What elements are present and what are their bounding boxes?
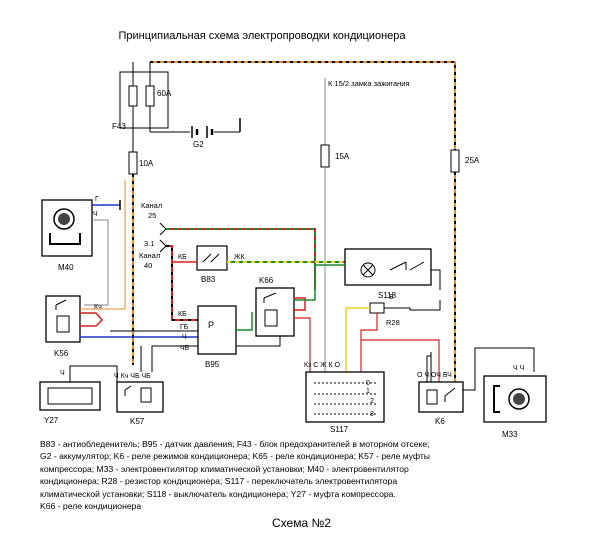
channel-40-connector	[159, 239, 167, 253]
m40-to-k56-wire	[84, 219, 109, 306]
channel-25-label: Канал	[141, 201, 162, 210]
k56-label: K56	[54, 349, 69, 358]
k57-relay	[116, 381, 164, 413]
legend-line: кондиционера; R28 - резистор кондиционер…	[40, 476, 398, 487]
s117-pos-3: 3	[370, 411, 374, 418]
y27-label: Y27	[44, 416, 59, 425]
b83-antifreeze-sensor	[196, 245, 228, 271]
g2-battery	[149, 118, 241, 138]
k6-relay	[418, 381, 464, 413]
channel-25-connector	[159, 222, 167, 236]
legend-line: компрессора; M33 - электровентилятор кли…	[40, 463, 409, 474]
m40-label: M40	[58, 263, 74, 272]
diagram-title: Принципиальная схема электропроводки кон…	[118, 30, 406, 42]
m40-wire-ch: Ч	[93, 211, 98, 218]
m40-fan	[41, 199, 93, 257]
g2-label: G2	[193, 140, 204, 149]
y27-compressor-clutch	[39, 381, 101, 411]
legend-line: G2 - аккумулятор; K6 - реле режимов конд…	[40, 451, 430, 462]
legend-line: B83 - антиобледенитель; B95 - датчик дав…	[40, 439, 430, 449]
legend: B83 - антиобледенитель; B95 - датчик дав…	[40, 438, 580, 512]
b83-wire-kb: КБ	[178, 254, 187, 261]
fuse-25a	[450, 149, 460, 173]
s117-to-k6-wire	[361, 339, 440, 382]
b95-wire-ch: Ч	[182, 334, 187, 341]
k56-feed-wire	[80, 180, 126, 310]
k66-output-wire	[294, 317, 311, 372]
k56-red-loop	[80, 312, 104, 327]
b95-wire-chb: ЧБ	[180, 345, 190, 352]
m33-label: M33	[502, 430, 518, 439]
fuse-25a-label: 25А	[465, 156, 480, 165]
k56-wire-kch: Кч	[94, 304, 102, 311]
legend-line: климатической установки; S118 - выключат…	[40, 488, 396, 499]
s118-green-harness	[294, 264, 345, 301]
r28-yellow-wire	[345, 307, 370, 372]
b95-label: B95	[205, 360, 220, 369]
r28-resistor	[369, 302, 385, 314]
channel-40-number: 40	[144, 261, 152, 270]
s117-pos-2: 2	[370, 398, 374, 405]
b83-wire-zhk: ЖК	[234, 254, 245, 261]
s117-pos-0: 0	[366, 380, 370, 387]
channel-40-code: 3.1	[144, 239, 154, 248]
m33-fan	[483, 375, 547, 423]
channel-25-number: 25	[148, 211, 156, 220]
s117-label: S117	[330, 425, 349, 434]
r28-pin-b: Б	[389, 294, 394, 301]
harness-top	[150, 61, 456, 150]
m33-pins: Ч Ч	[513, 365, 525, 372]
legend-line: K66 - реле кондиционера	[40, 501, 142, 512]
s118-ac-switch	[344, 248, 432, 286]
b95-wire-kb: КБ	[178, 311, 187, 318]
b95-to-k57-wire	[151, 345, 198, 372]
fuse-60a-label: 60А	[157, 89, 172, 98]
channel-40-label: Канал	[139, 251, 160, 260]
b83-label: B83	[201, 275, 216, 284]
scheme-label: Схема №2	[271, 516, 331, 530]
k57-label: K57	[130, 417, 145, 426]
k6-pins: О Ч ОЧ БЧ	[417, 372, 452, 379]
fuse-10a-label: 10А	[139, 159, 154, 168]
fuse-15a-label: 15А	[335, 152, 350, 161]
fuse-10a	[128, 138, 138, 175]
y27-wire-ch: Ч	[60, 370, 65, 377]
k66-relay	[255, 287, 295, 337]
s117-pins: Кз С Ж К О	[304, 362, 341, 369]
f43-label: F43	[112, 122, 126, 131]
s118-label: S118	[378, 291, 397, 300]
k56-relay	[45, 295, 81, 343]
s117-fan-switch	[305, 371, 385, 423]
b95-p-label: P	[208, 320, 214, 330]
k6-to-m33-wire	[463, 347, 535, 391]
b95-pressure-sensor	[197, 305, 237, 355]
ignition-label: К 15/2 замка зажигания	[328, 79, 410, 88]
harness-channel-40	[166, 245, 198, 321]
fuse-15a	[320, 144, 330, 168]
r28-label: R28	[386, 318, 400, 327]
k66-label: K66	[259, 276, 274, 285]
m40-wire-g: Г	[95, 196, 99, 203]
k57-pins: Ч Кч ЧБ ЧБ	[114, 373, 151, 380]
s117-pos-1: 1	[366, 388, 370, 395]
f43-fuse-block	[119, 62, 169, 138]
b95-wire-gb: ГБ	[180, 324, 189, 331]
k6-label: K6	[435, 417, 445, 426]
